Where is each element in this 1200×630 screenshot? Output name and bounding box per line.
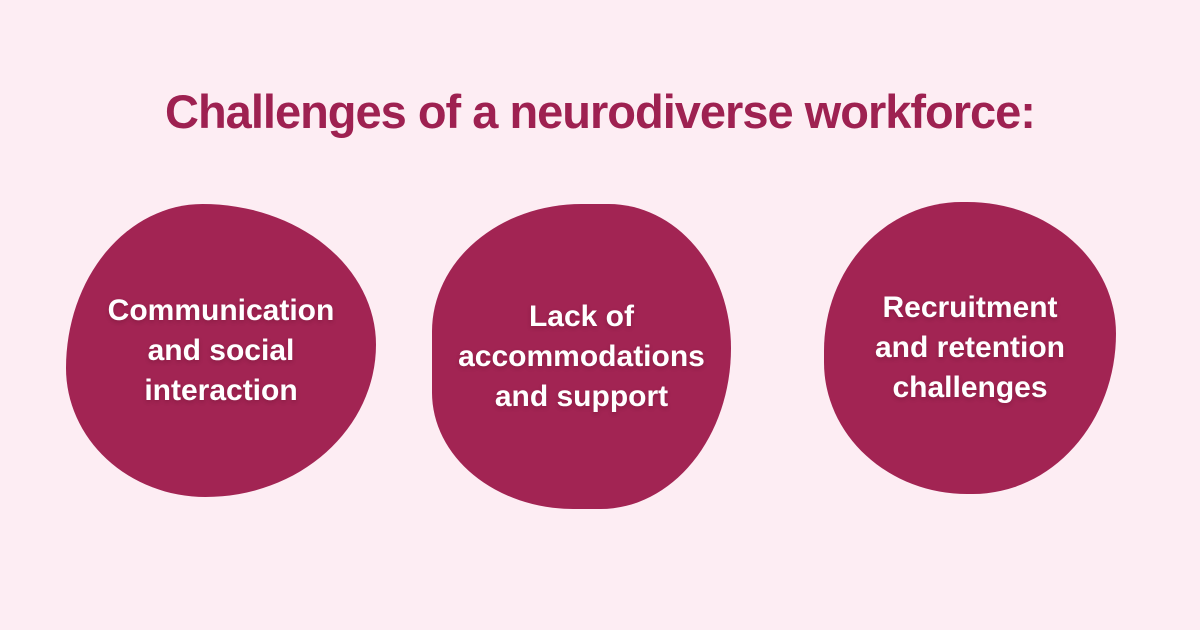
blob-label-line: and social: [147, 333, 295, 367]
blob-label-line: and support: [494, 379, 669, 413]
blob-label-line: challenges: [892, 371, 1048, 404]
challenge-blob-recruitment: Recruitment and retention challenges: [824, 202, 1116, 494]
blob-label: Communication and social interaction: [108, 291, 335, 411]
blob-label-line: Recruitment: [882, 291, 1058, 324]
challenge-blob-communication: Communication and social interaction: [66, 204, 376, 497]
blob-label: Recruitment and retention challenges: [875, 288, 1065, 408]
page-title: Challenges of a neurodiverse workforce:: [165, 85, 1036, 138]
blob-label-line: Communication: [107, 293, 335, 327]
challenge-blob-accommodations: Lack of accommodations and support: [432, 204, 731, 509]
blob-label-line: and retention: [874, 331, 1065, 364]
blob-label-line: interaction: [144, 373, 298, 407]
blob-label: Lack of accommodations and support: [458, 297, 705, 417]
blob-label-line: Lack of: [528, 299, 634, 333]
blob-label-line: accommodations: [458, 339, 705, 373]
